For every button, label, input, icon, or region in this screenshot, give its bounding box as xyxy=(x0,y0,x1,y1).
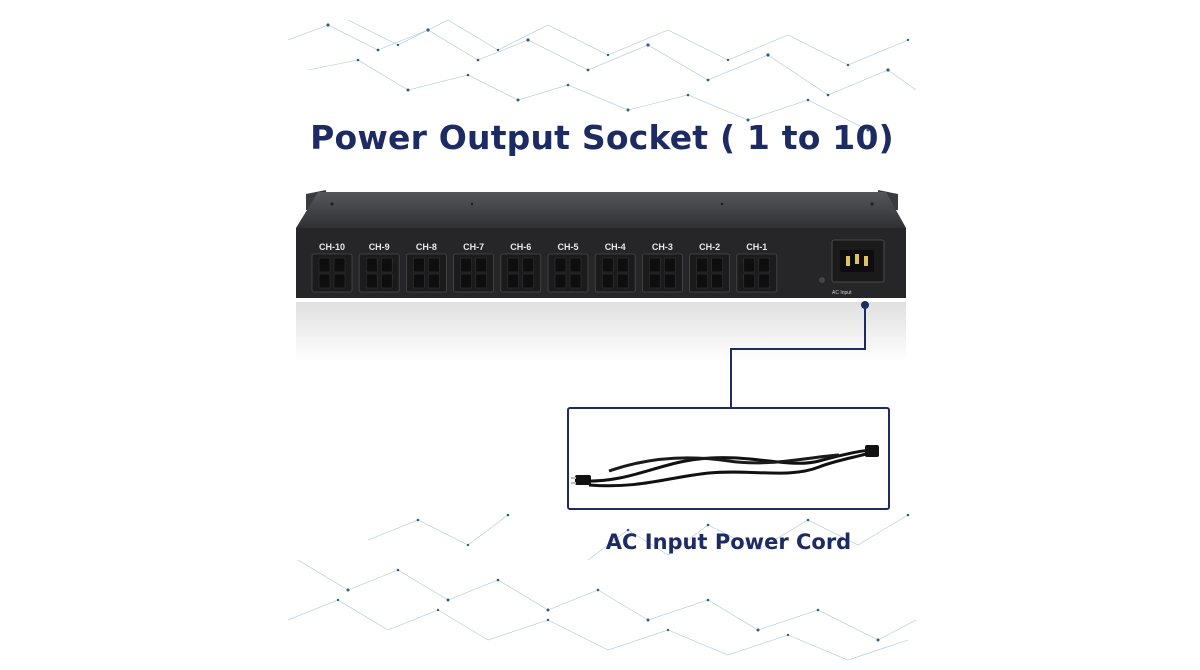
outlet-label: CH-5 xyxy=(557,242,578,252)
outlet-label: CH-4 xyxy=(605,242,626,252)
power-strip-device: CH-10 CH-9 CH-8 CH-7 CH-6 CH-5 CH-4 CH-3 CH-2 CH-… xyxy=(296,190,906,362)
outlet-ch-3: CH-3 xyxy=(641,242,683,293)
power-cord-image xyxy=(571,445,879,488)
outlet-ch-10: CH-10 xyxy=(311,242,353,293)
outlet-ch-6: CH-6 xyxy=(500,242,542,293)
outlet-ch-8: CH-8 xyxy=(406,242,447,293)
outlet-ch-9: CH-9 xyxy=(358,242,400,293)
outlet-label: CH-8 xyxy=(416,242,437,252)
outlet-label: CH-10 xyxy=(319,242,345,252)
outlet-ch-2: CH-2 xyxy=(689,242,731,293)
outlet-label: CH-7 xyxy=(463,242,484,252)
callout-connector xyxy=(730,301,869,407)
heading: Power Output Socket ( 1 to 10) xyxy=(310,118,894,157)
screw-icon xyxy=(819,277,825,283)
outlet-label: CH-2 xyxy=(699,242,720,252)
product-image: Power Output Socket ( 1 to 10) CH-10 CH-9… xyxy=(288,0,916,670)
cord-caption: AC Input Power Cord xyxy=(605,530,852,554)
device-top xyxy=(296,192,906,228)
ac-inlet: AC Input xyxy=(819,239,885,296)
outlet-ch-4: CH-4 xyxy=(594,242,636,293)
power-cord-box xyxy=(567,407,890,510)
outlet-ch-7: CH-7 xyxy=(453,242,495,293)
outlet-label: CH-1 xyxy=(746,242,767,252)
outlet-label: CH-6 xyxy=(510,242,531,252)
outlet-ch-5: CH-5 xyxy=(547,242,589,293)
network-background xyxy=(288,19,916,661)
outlet-label: CH-3 xyxy=(652,242,673,252)
outlet-label: CH-9 xyxy=(369,242,390,252)
outlet-ch-1: CH-1 xyxy=(736,242,778,293)
inlet-label: AC Input xyxy=(832,290,852,296)
